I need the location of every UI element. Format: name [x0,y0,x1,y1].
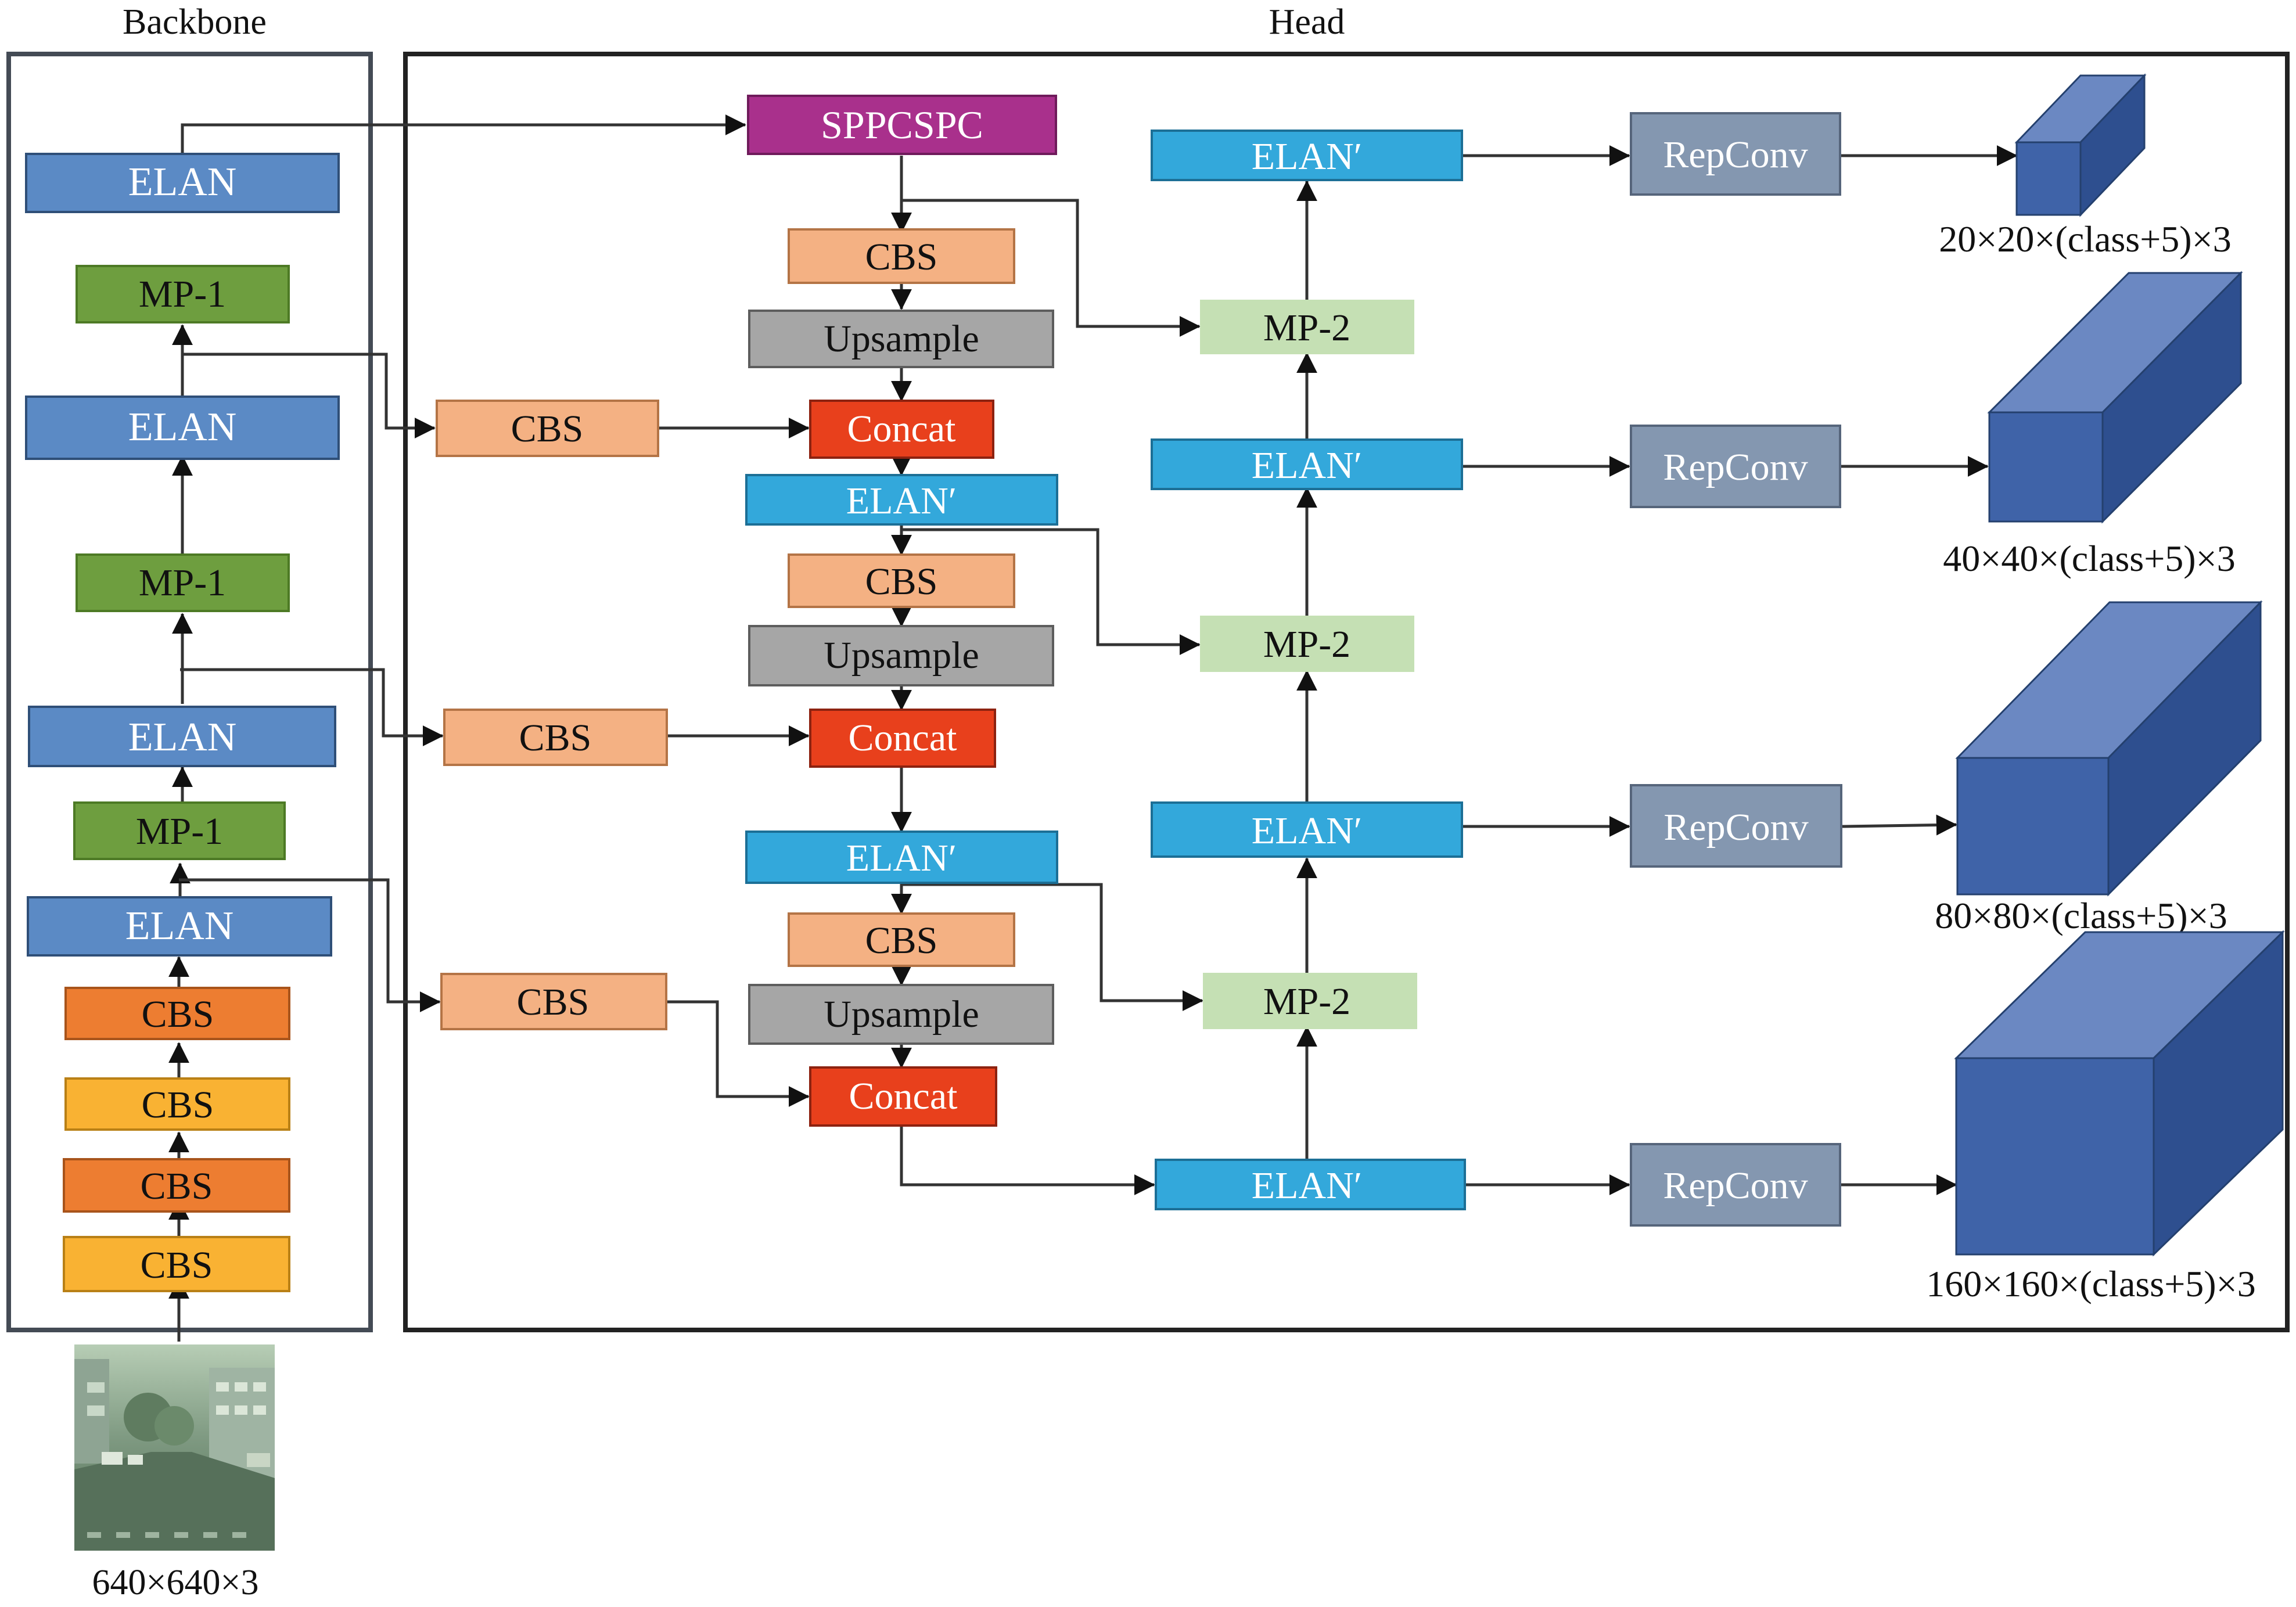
repconv-4[interactable]: RepConv [1630,1143,1841,1227]
repconv-2-label: RepConv [1663,446,1808,488]
neck-upsample-c-label: Upsample [824,993,979,1036]
backbone-cbs-3-label: CBS [141,1165,213,1207]
output-cube-4 [1954,930,2285,1257]
lateral-cbs-2[interactable]: CBS [443,709,668,766]
input-dims-label: 640×640×3 [92,1563,259,1602]
output-3-label: 80×80×(class+5)×3 [1935,895,2227,936]
backbone-mp1-low[interactable]: MP-1 [73,801,286,860]
head-frame [403,52,2290,1332]
repconv-3-label: RepConv [1663,806,1808,849]
connector-lines [168,114,2018,1342]
head-elan-prime-2-label: ELAN′ [1252,444,1362,487]
sppcspc-block[interactable]: SPPCSPC [747,95,1057,155]
backbone-mp1-top[interactable]: MP-1 [76,265,290,323]
neck-cbs-b-label: CBS [865,560,938,603]
neck-elan-prime-b[interactable]: ELAN′ [745,831,1058,884]
neck-elan-prime-a-label: ELAN′ [846,480,957,522]
backbone-cbs-2-label: CBS [142,1084,214,1126]
backbone-elan-3[interactable]: ELAN [28,706,336,767]
neck-cbs-a-label: CBS [865,236,938,278]
backbone-elan-4[interactable]: ELAN [27,896,332,957]
backbone-mp1-low-label: MP-1 [136,810,223,853]
head-elan-prime-3-label: ELAN′ [1252,810,1362,852]
backbone-elan-3-label: ELAN [128,715,237,760]
neck-cbs-c-label: CBS [865,919,938,962]
head-elan-prime-4-label: ELAN′ [1252,1164,1362,1207]
backbone-elan-top[interactable]: ELAN [25,153,340,213]
head-mp2-3[interactable]: MP-2 [1203,973,1417,1029]
output-2-label: 40×40×(class+5)×3 [1943,538,2235,579]
lateral-cbs-2-label: CBS [519,717,592,759]
head-mp2-3-label: MP-2 [1263,980,1350,1023]
neck-concat-b[interactable]: Concat [809,709,996,768]
lateral-cbs-3-label: CBS [517,981,590,1023]
backbone-cbs-4[interactable]: CBS [63,1236,290,1292]
neck-concat-a[interactable]: Concat [809,400,994,459]
repconv-1[interactable]: RepConv [1630,112,1841,196]
head-elan-prime-3[interactable]: ELAN′ [1151,801,1463,858]
repconv-4-label: RepConv [1663,1164,1808,1207]
neck-cbs-a[interactable]: CBS [788,228,1015,284]
neck-upsample-a-label: Upsample [824,318,979,360]
backbone-frame [6,52,373,1332]
backbone-elan-top-label: ELAN [128,160,237,204]
backbone-elan-2[interactable]: ELAN [25,396,340,460]
output-4-label: 160×160×(class+5)×3 [1926,1263,2255,1304]
neck-cbs-c[interactable]: CBS [788,912,1015,967]
neck-upsample-b[interactable]: Upsample [748,625,1054,686]
output-cube-2 [1987,271,2243,524]
head-mp2-2[interactable]: MP-2 [1200,616,1414,672]
backbone-section-title: Backbone [123,2,267,42]
head-elan-prime-1[interactable]: ELAN′ [1151,130,1463,181]
lateral-cbs-1-label: CBS [511,408,584,450]
backbone-mp1-top-label: MP-1 [139,273,226,315]
output-cube-3 [1955,600,2263,897]
repconv-2[interactable]: RepConv [1630,425,1841,508]
backbone-cbs-3[interactable]: CBS [63,1158,290,1213]
head-elan-prime-1-label: ELAN′ [1252,135,1362,178]
neck-elan-prime-b-label: ELAN′ [846,837,957,879]
backbone-elan-4-label: ELAN [125,904,234,948]
neck-upsample-c[interactable]: Upsample [748,984,1054,1045]
backbone-cbs-1-label: CBS [142,993,214,1036]
repconv-3[interactable]: RepConv [1630,784,1842,868]
backbone-mp1-mid[interactable]: MP-1 [76,553,290,612]
head-section-title: Head [1269,2,1345,42]
neck-concat-c-label: Concat [849,1075,958,1117]
input-image [74,1344,275,1551]
neck-upsample-b-label: Upsample [824,634,979,677]
neck-cbs-b[interactable]: CBS [788,553,1015,608]
head-elan-prime-4[interactable]: ELAN′ [1155,1159,1466,1210]
head-mp2-1[interactable]: MP-2 [1200,300,1414,354]
output-cube-1 [2014,73,2147,217]
neck-elan-prime-a[interactable]: ELAN′ [745,474,1058,526]
sppcspc-label: SPPCSPC [821,103,983,147]
output-1-label: 20×20×(class+5)×3 [1939,218,2231,260]
neck-concat-c[interactable]: Concat [809,1066,997,1127]
head-elan-prime-2[interactable]: ELAN′ [1151,438,1463,490]
repconv-1-label: RepConv [1663,134,1808,176]
backbone-cbs-2[interactable]: CBS [64,1077,290,1131]
backbone-elan-2-label: ELAN [128,405,237,450]
backbone-mp1-mid-label: MP-1 [139,562,226,604]
lateral-cbs-1[interactable]: CBS [436,400,659,457]
neck-concat-a-label: Concat [847,408,956,450]
neck-upsample-a[interactable]: Upsample [748,310,1054,368]
neck-concat-b-label: Concat [849,717,957,759]
lateral-cbs-3[interactable]: CBS [440,973,667,1030]
backbone-cbs-1[interactable]: CBS [64,987,290,1040]
head-mp2-2-label: MP-2 [1263,623,1350,666]
head-mp2-1-label: MP-2 [1263,307,1350,349]
backbone-cbs-4-label: CBS [141,1244,213,1286]
